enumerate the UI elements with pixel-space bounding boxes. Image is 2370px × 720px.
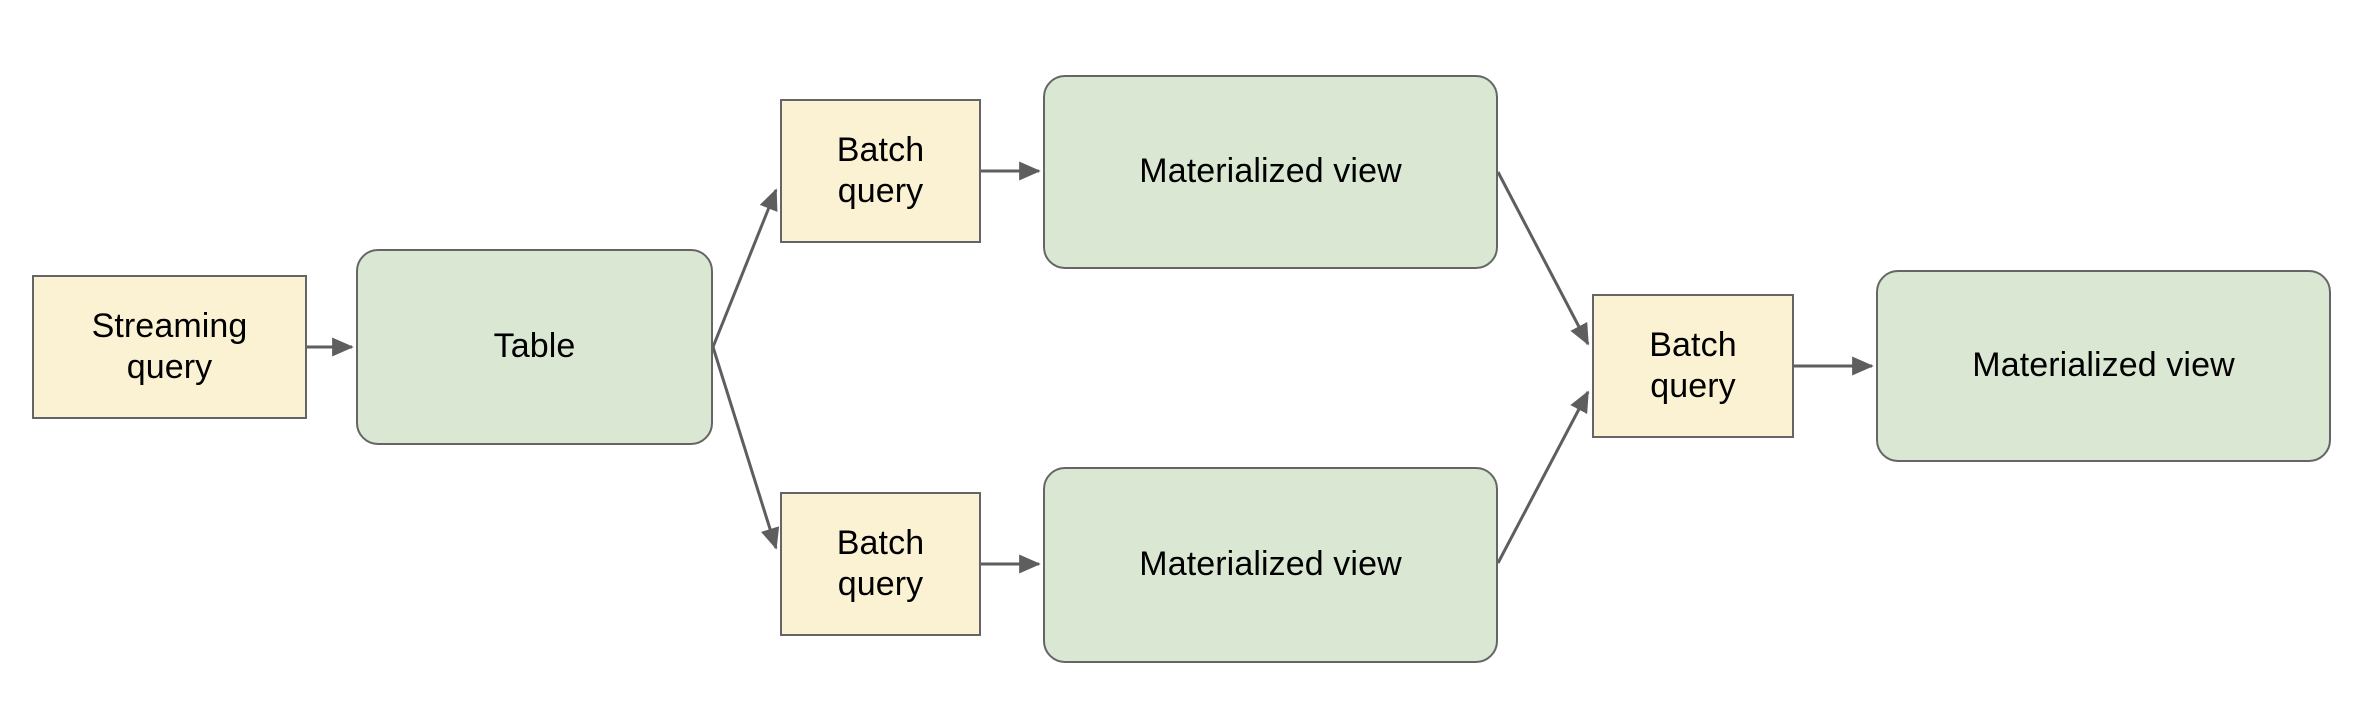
node-batch-query-top-label: Batch query [836, 130, 925, 210]
edge-materialized-view-bottom-to-batch-query-merge [1496, 390, 1590, 564]
node-materialized-view-top-label: Materialized view [1139, 152, 1402, 191]
node-streaming-query[interactable]: Streaming query [32, 275, 307, 419]
edge-materialized-view-top-to-batch-query-merge [1496, 171, 1590, 346]
node-batch-query-merge-label: Batch query [1649, 325, 1737, 405]
node-batch-query-top[interactable]: Batch query [780, 99, 981, 243]
node-materialized-view-bottom[interactable]: Materialized view [1043, 467, 1498, 663]
node-materialized-view-final-label: Materialized view [1972, 346, 2235, 385]
node-materialized-view-bottom-label: Materialized view [1139, 545, 1402, 584]
node-streaming-query-label: Streaming query [91, 306, 248, 386]
edge-table-to-batch-query-bottom [711, 346, 780, 550]
node-table-label: Table [493, 327, 576, 366]
edge-table-to-batch-query-top [711, 188, 778, 348]
node-materialized-view-top[interactable]: Materialized view [1043, 75, 1498, 269]
node-batch-query-bottom-label: Batch query [836, 523, 925, 603]
node-batch-query-bottom[interactable]: Batch query [780, 492, 981, 636]
node-batch-query-merge[interactable]: Batch query [1592, 294, 1794, 438]
node-materialized-view-final[interactable]: Materialized view [1876, 270, 2331, 462]
node-table[interactable]: Table [356, 249, 713, 445]
